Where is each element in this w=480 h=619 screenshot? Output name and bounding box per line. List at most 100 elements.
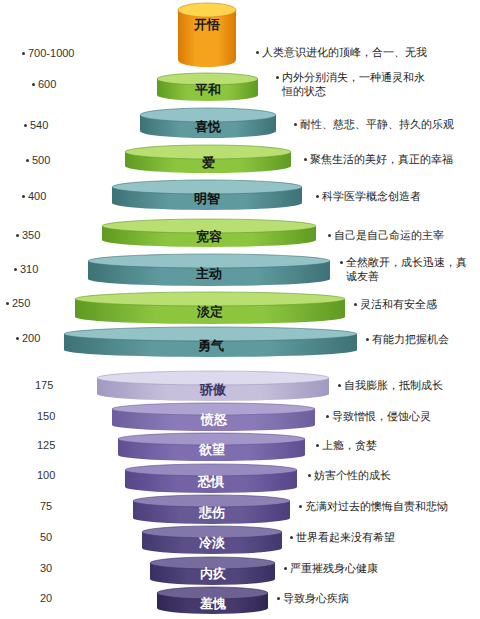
- band-label-area: 开悟: [178, 11, 236, 39]
- bullet-dot: [354, 303, 357, 306]
- bullet-dot: [316, 195, 319, 198]
- bullet-dot: [366, 338, 369, 341]
- bullet-dot: [304, 158, 307, 161]
- level-description: 充满对过去的懊悔自责和悲恸: [305, 499, 470, 513]
- level-description: 严重摧残身心健康: [290, 561, 466, 575]
- bullet-dot: [290, 536, 293, 539]
- level-band: 悲伤: [133, 495, 290, 524]
- band-shape: [178, 3, 236, 68]
- level-band: 勇气: [64, 327, 357, 357]
- band-label-area: 骄傲: [97, 379, 329, 401]
- level-value: 30: [40, 561, 52, 575]
- level-value: 75: [40, 499, 52, 513]
- level-band: 内疚: [150, 557, 275, 585]
- level-value: 310: [20, 262, 38, 276]
- level-description: 导致身心疾病: [283, 591, 466, 605]
- level-name: 悲伤: [199, 506, 225, 520]
- level-description: 上瘾，贪婪: [322, 438, 468, 452]
- level-name: 主动: [196, 267, 222, 281]
- level-value: 125: [37, 438, 55, 452]
- level-band: 宽容: [102, 219, 316, 247]
- bullet-dot: [284, 567, 287, 570]
- level-band: 恐惧: [125, 464, 297, 493]
- level-band: 骄傲: [97, 371, 329, 401]
- bullet-dot: [16, 337, 19, 340]
- level-description: 自我膨胀，抵制成长: [344, 378, 470, 392]
- band-label-area: 欲望: [118, 440, 305, 461]
- level-value: 700-1000: [28, 46, 75, 60]
- level-value: 350: [22, 228, 40, 242]
- level-description: 科学医学概念创造者: [322, 189, 468, 203]
- band-label-area: 羞愧: [157, 594, 268, 614]
- level-band: 欲望: [118, 433, 305, 461]
- level-value: 200: [22, 331, 40, 345]
- band-side: [178, 10, 236, 67]
- level-description: 聚焦生活的美好，真正的幸福: [310, 152, 470, 166]
- level-name: 愤怒: [201, 413, 227, 427]
- level-description: 世界看起来没有希望: [296, 530, 466, 544]
- bullet-dot: [32, 83, 35, 86]
- level-description: 灵活和有安全感: [360, 297, 470, 311]
- bullet-dot: [276, 76, 279, 79]
- level-description: 有能力把握机会: [372, 332, 472, 346]
- level-name: 羞愧: [200, 597, 226, 611]
- level-value: 50: [40, 530, 52, 544]
- level-band: 主动: [88, 254, 330, 286]
- level-band: 平和: [157, 73, 258, 101]
- level-name: 淡定: [197, 305, 223, 319]
- level-band: 愤怒: [112, 403, 315, 431]
- bullet-dot: [14, 268, 17, 271]
- band-label-area: 平和: [157, 80, 258, 101]
- level-value: 500: [32, 153, 50, 167]
- band-label-area: 明智: [112, 188, 302, 210]
- level-description: 自己是自己命运的主宰: [334, 228, 470, 242]
- level-band: 爱: [125, 145, 291, 173]
- level-band: 冷淡: [142, 526, 282, 554]
- level-name: 喜悦: [195, 120, 221, 134]
- band-label-area: 爱: [125, 153, 291, 173]
- bullet-dot: [277, 597, 280, 600]
- bullet-dot: [6, 302, 9, 305]
- level-name: 爱: [202, 156, 215, 170]
- level-band: 开悟: [178, 3, 236, 67]
- level-value: 250: [12, 296, 30, 310]
- level-description: 人类意识进化的顶峰，合一、无我: [262, 45, 467, 59]
- bullet-dot: [308, 474, 311, 477]
- bullet-dot: [316, 444, 319, 447]
- bullet-dot: [24, 124, 27, 127]
- level-name: 欲望: [199, 443, 225, 457]
- level-description: 妨害个性的成长: [314, 468, 468, 482]
- band-top: [178, 3, 236, 17]
- band-label-area: 宽容: [102, 227, 316, 247]
- bullet-dot: [299, 505, 302, 508]
- level-band: 淡定: [75, 292, 345, 324]
- band-label-area: 勇气: [64, 335, 357, 357]
- bullet-dot: [328, 234, 331, 237]
- level-name: 冷淡: [199, 536, 225, 550]
- bullet-dot: [338, 384, 341, 387]
- level-value: 150: [37, 409, 55, 423]
- level-name: 内疚: [200, 567, 226, 581]
- level-value: 600: [38, 77, 56, 91]
- level-value: 175: [35, 378, 53, 392]
- level-description: 导致憎恨，侵蚀心灵: [332, 409, 470, 423]
- band-label-area: 愤怒: [112, 410, 315, 431]
- level-description: 耐性、慈悲、平静、持久的乐观: [300, 117, 468, 131]
- bullet-dot: [26, 159, 29, 162]
- level-band: 羞愧: [157, 587, 268, 614]
- level-value: 400: [28, 189, 46, 203]
- band-label-area: 淡定: [75, 300, 345, 324]
- band-label-area: 冷淡: [142, 533, 282, 554]
- level-name: 开悟: [194, 18, 220, 32]
- bullet-dot: [326, 415, 329, 418]
- bullet-dot: [22, 52, 25, 55]
- level-name: 明智: [194, 192, 220, 206]
- bullet-dot: [294, 123, 297, 126]
- band-label-area: 主动: [88, 262, 330, 286]
- band-label-area: 恐惧: [125, 471, 297, 493]
- level-value: 100: [37, 468, 55, 482]
- level-name: 宽容: [196, 230, 222, 244]
- level-name: 骄傲: [200, 383, 226, 397]
- band-label-area: 喜悦: [140, 116, 276, 138]
